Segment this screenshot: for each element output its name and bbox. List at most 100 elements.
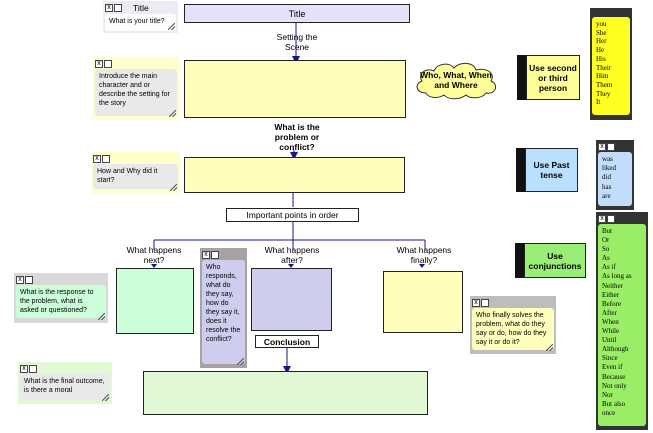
next-box[interactable] — [116, 268, 194, 334]
resize-icon[interactable] — [481, 299, 489, 307]
past-sticky-note[interactable]: x was liked did has are — [596, 140, 634, 210]
conjunction-word: Until — [602, 336, 617, 345]
conjunction-word: As if — [602, 263, 616, 272]
resize-icon[interactable] — [25, 276, 33, 284]
pronoun-word: It — [596, 98, 601, 107]
final-note-text: What is the final outcome, is there a mo… — [20, 374, 110, 400]
conclusion-area-box[interactable] — [143, 371, 428, 415]
resize-grip-icon[interactable] — [237, 358, 244, 365]
pronoun-word: Their — [596, 63, 612, 72]
conj-tip-text: Use conjunctions — [528, 250, 582, 271]
pronoun-word: Her — [596, 37, 607, 46]
conjunction-word: Although — [602, 345, 629, 354]
past-word: are — [602, 191, 611, 200]
close-icon[interactable]: x — [20, 365, 28, 373]
resize-icon[interactable] — [211, 251, 219, 259]
past-word: was — [602, 155, 613, 163]
how-note-text: How and Why did it start? — [93, 164, 178, 189]
conjunction-word: As — [602, 254, 610, 263]
past-word: has — [602, 182, 612, 191]
pronoun-word: His — [596, 54, 606, 63]
pronoun-word: Them — [596, 80, 613, 89]
conjunction-word: once — [602, 408, 616, 417]
resize-icon[interactable] — [29, 365, 37, 373]
close-icon[interactable]: x — [16, 276, 24, 284]
pronoun-word: She — [596, 28, 607, 37]
after-box[interactable] — [251, 268, 332, 331]
resize-grip-icon[interactable] — [546, 344, 553, 351]
conjunction-word: Or — [602, 236, 610, 245]
response-note-text: What is the response to the problem, wha… — [16, 285, 106, 318]
person-tip-text: Use second or third person — [529, 62, 577, 93]
resize-grip-icon[interactable] — [98, 313, 105, 320]
close-icon[interactable]: x — [598, 215, 606, 223]
resize-grip-icon[interactable] — [169, 110, 176, 117]
conjunction-word: As long as — [602, 272, 632, 281]
pronoun-word: Him — [596, 72, 609, 81]
conjunction-word: Before — [602, 299, 622, 308]
resize-icon[interactable] — [102, 155, 110, 163]
pronoun-word: He — [596, 46, 605, 55]
past-word: did — [602, 173, 611, 182]
title-box[interactable]: Title — [184, 4, 410, 23]
pronoun-word: you — [596, 20, 607, 28]
intro-sticky-note[interactable]: x Introduce the main character and or de… — [93, 57, 179, 120]
response-sticky-note[interactable]: x What is the response to the problem, w… — [14, 273, 108, 323]
setting-label: Setting the Scene — [276, 32, 318, 52]
conjunction-word: Neither — [602, 281, 623, 290]
conjunction-word: Either — [602, 290, 620, 299]
conjunction-word: But — [602, 227, 613, 235]
resize-grip-icon[interactable] — [170, 184, 177, 191]
title-note-label: Title — [133, 3, 149, 13]
conjunction-word: Not only — [602, 381, 627, 390]
past-tip-text: Use Past tense — [533, 160, 570, 180]
resize-icon[interactable] — [607, 143, 615, 151]
close-icon[interactable]: x — [105, 4, 113, 12]
conjunction-list: But Or So As As if As long as Neither Ei… — [598, 224, 646, 426]
past-word: liked — [602, 164, 616, 173]
resize-grip-icon[interactable] — [168, 23, 175, 30]
resize-icon[interactable] — [607, 215, 615, 223]
conjunction-word: So — [602, 245, 610, 254]
conjunction-word: After — [602, 308, 617, 317]
person-tip[interactable]: Use second or third person — [526, 55, 580, 100]
title-sticky-note[interactable]: x Title What is your title? — [103, 1, 178, 33]
close-icon[interactable]: x — [93, 155, 101, 163]
cloud-text: Who, What, When and Where — [420, 70, 492, 90]
pronoun-list: you She Her He His Their Him Them They I… — [592, 17, 630, 115]
conclusion-box[interactable]: Conclusion — [255, 335, 319, 348]
conjunction-word: Because — [602, 372, 626, 381]
close-icon[interactable]: x — [472, 299, 480, 307]
conjunction-sticky-note[interactable]: x But Or So As As if As long as Neither … — [596, 212, 648, 430]
finally-box[interactable] — [383, 271, 463, 333]
resize-grip-icon[interactable] — [102, 394, 109, 401]
problem-box[interactable] — [184, 157, 405, 193]
solves-note-text: Who finally solves the problem, what do … — [472, 308, 554, 350]
conjunction-word: Since — [602, 354, 618, 363]
important-points-box[interactable]: Important points in order — [226, 208, 359, 222]
pronoun-sticky-note[interactable]: you She Her He His Their Him Them They I… — [590, 8, 632, 120]
cloud-shape — [416, 62, 497, 100]
responds-sticky-note[interactable]: x Who responds, what do they say, how do… — [200, 248, 247, 368]
next-label: What happens next? — [126, 245, 182, 265]
close-icon[interactable]: x — [95, 60, 103, 68]
intro-note-text: Introduce the main character and or desc… — [95, 69, 177, 116]
conj-tip[interactable]: Use conjunctions — [524, 243, 586, 278]
close-icon[interactable]: x — [598, 143, 606, 151]
conjunction-word: When — [602, 317, 619, 326]
final-sticky-note[interactable]: x What is the final outcome, is there a … — [18, 362, 112, 404]
pronoun-word: They — [596, 89, 611, 98]
past-tip[interactable]: Use Past tense — [525, 148, 578, 192]
solves-sticky-note[interactable]: x Who finally solves the problem, what d… — [470, 296, 556, 354]
finally-label: What happens finally? — [396, 245, 452, 265]
resize-icon[interactable] — [104, 60, 112, 68]
conjunction-word: While — [602, 327, 620, 336]
conjunction-word: But also — [602, 399, 626, 408]
setting-box[interactable] — [184, 60, 406, 118]
how-sticky-note[interactable]: x How and Why did it start? — [91, 152, 180, 194]
close-icon[interactable]: x — [202, 251, 210, 259]
resize-icon[interactable] — [114, 4, 122, 12]
responds-note-text: Who responds, what do they say, how do t… — [202, 260, 245, 364]
conjunction-word: Even if — [602, 363, 623, 372]
